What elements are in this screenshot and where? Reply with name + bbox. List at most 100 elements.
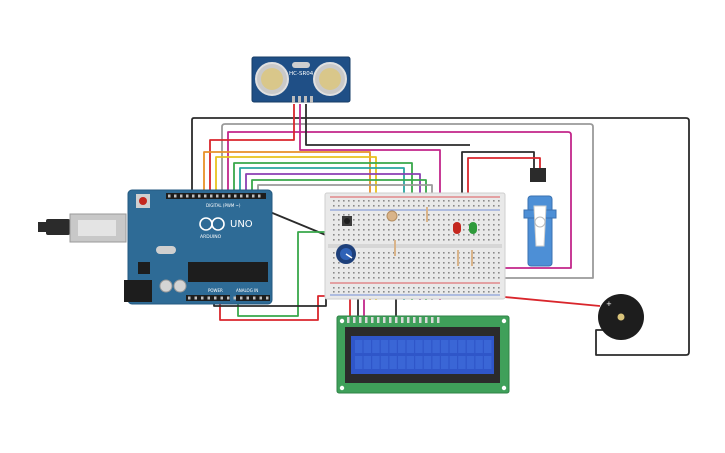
photoresistor bbox=[386, 210, 398, 222]
breadboard-hole bbox=[453, 239, 455, 241]
breadboard-hole bbox=[463, 200, 465, 202]
breadboard-hole bbox=[423, 239, 425, 241]
breadboard-hole bbox=[493, 252, 495, 254]
breadboard-hole bbox=[483, 267, 485, 269]
lcd-cell bbox=[398, 356, 406, 369]
breadboard-hole bbox=[403, 287, 405, 289]
arduino-header-pin bbox=[207, 296, 210, 300]
lcd-cell bbox=[372, 340, 380, 353]
breadboard-hole bbox=[378, 277, 380, 279]
breadboard-hole bbox=[488, 200, 490, 202]
breadboard-hole bbox=[478, 200, 480, 202]
breadboard-hole bbox=[443, 234, 445, 236]
breadboard-hole bbox=[398, 224, 400, 226]
breadboard-hole bbox=[463, 262, 465, 264]
breadboard-hole bbox=[418, 234, 420, 236]
breadboard-hole bbox=[423, 267, 425, 269]
arduino-header-pin bbox=[194, 296, 197, 300]
breadboard-hole bbox=[413, 214, 415, 216]
arduino-header-pin bbox=[220, 296, 223, 300]
breadboard-hole bbox=[493, 200, 495, 202]
breadboard-hole bbox=[413, 229, 415, 231]
breadboard-hole bbox=[348, 200, 350, 202]
breadboard-hole bbox=[353, 277, 355, 279]
breadboard-hole bbox=[333, 262, 335, 264]
breadboard-hole bbox=[498, 262, 500, 264]
lcd-cell bbox=[475, 340, 483, 353]
breadboard-hole bbox=[348, 277, 350, 279]
breadboard-hole bbox=[448, 200, 450, 202]
lcd-cell bbox=[355, 356, 363, 369]
breadboard-hole bbox=[358, 214, 360, 216]
breadboard-hole bbox=[468, 252, 470, 254]
lcd-cell bbox=[363, 340, 371, 353]
breadboard-hole bbox=[398, 219, 400, 221]
breadboard-hole bbox=[363, 267, 365, 269]
breadboard-hole bbox=[388, 267, 390, 269]
arduino-header-pin bbox=[240, 194, 243, 198]
breadboard-hole bbox=[388, 229, 390, 231]
breadboard-hole bbox=[448, 252, 450, 254]
arduino-header-pin bbox=[214, 296, 217, 300]
lcd-pin bbox=[383, 317, 386, 323]
breadboard-hole bbox=[378, 224, 380, 226]
lcd-pin bbox=[395, 317, 398, 323]
breadboard-hole bbox=[458, 291, 460, 293]
breadboard-hole bbox=[373, 214, 375, 216]
breadboard-hole bbox=[363, 214, 365, 216]
breadboard-hole bbox=[398, 200, 400, 202]
breadboard-hole bbox=[373, 219, 375, 221]
breadboard-hole bbox=[393, 277, 395, 279]
arduino-uno: UNO ARDUINO DIGITAL (PWM ~) POWER ANALOG… bbox=[38, 189, 273, 305]
lcd-pin bbox=[407, 317, 410, 323]
breadboard-hole bbox=[443, 219, 445, 221]
breadboard-hole bbox=[483, 214, 485, 216]
breadboard-hole bbox=[498, 224, 500, 226]
breadboard-hole bbox=[348, 239, 350, 241]
breadboard-hole bbox=[463, 267, 465, 269]
breadboard-hole bbox=[333, 287, 335, 289]
breadboard-hole bbox=[453, 252, 455, 254]
arduino-header-pin bbox=[258, 194, 261, 198]
breadboard-hole bbox=[418, 262, 420, 264]
breadboard-hole bbox=[348, 287, 350, 289]
breadboard-hole bbox=[473, 272, 475, 274]
breadboard-hole bbox=[403, 252, 405, 254]
breadboard-hole bbox=[448, 234, 450, 236]
breadboard-hole bbox=[493, 267, 495, 269]
breadboard-hole bbox=[438, 229, 440, 231]
breadboard-hole bbox=[383, 205, 385, 207]
lcd-character-cells bbox=[355, 340, 492, 369]
atmega-chip bbox=[188, 262, 268, 282]
breadboard-hole bbox=[358, 219, 360, 221]
breadboard-hole bbox=[363, 205, 365, 207]
breadboard-hole bbox=[418, 277, 420, 279]
breadboard-hole bbox=[403, 200, 405, 202]
breadboard-hole bbox=[353, 219, 355, 221]
breadboard-hole bbox=[368, 214, 370, 216]
breadboard-hole bbox=[383, 262, 385, 264]
breadboard-hole bbox=[413, 257, 415, 259]
sensor-pin-3 bbox=[304, 96, 307, 103]
breadboard-hole bbox=[463, 239, 465, 241]
breadboard-hole bbox=[428, 219, 430, 221]
arduino-header-pin bbox=[246, 296, 249, 300]
breadboard-hole bbox=[453, 287, 455, 289]
breadboard-hole bbox=[488, 229, 490, 231]
breadboard-hole bbox=[443, 262, 445, 264]
breadboard-hole bbox=[428, 234, 430, 236]
lcd-cell bbox=[449, 340, 457, 353]
breadboard-hole bbox=[333, 224, 335, 226]
breadboard-hole bbox=[438, 219, 440, 221]
breadboard-hole bbox=[403, 291, 405, 293]
breadboard-hole bbox=[473, 205, 475, 207]
breadboard-hole bbox=[428, 239, 430, 241]
breadboard-hole bbox=[403, 277, 405, 279]
breadboard-hole bbox=[393, 262, 395, 264]
breadboard-hole bbox=[373, 262, 375, 264]
breadboard-hole bbox=[338, 287, 340, 289]
breadboard-hole bbox=[383, 229, 385, 231]
breadboard-hole bbox=[483, 234, 485, 236]
lcd-mount-hole-tl bbox=[339, 318, 345, 324]
breadboard-hole bbox=[443, 224, 445, 226]
